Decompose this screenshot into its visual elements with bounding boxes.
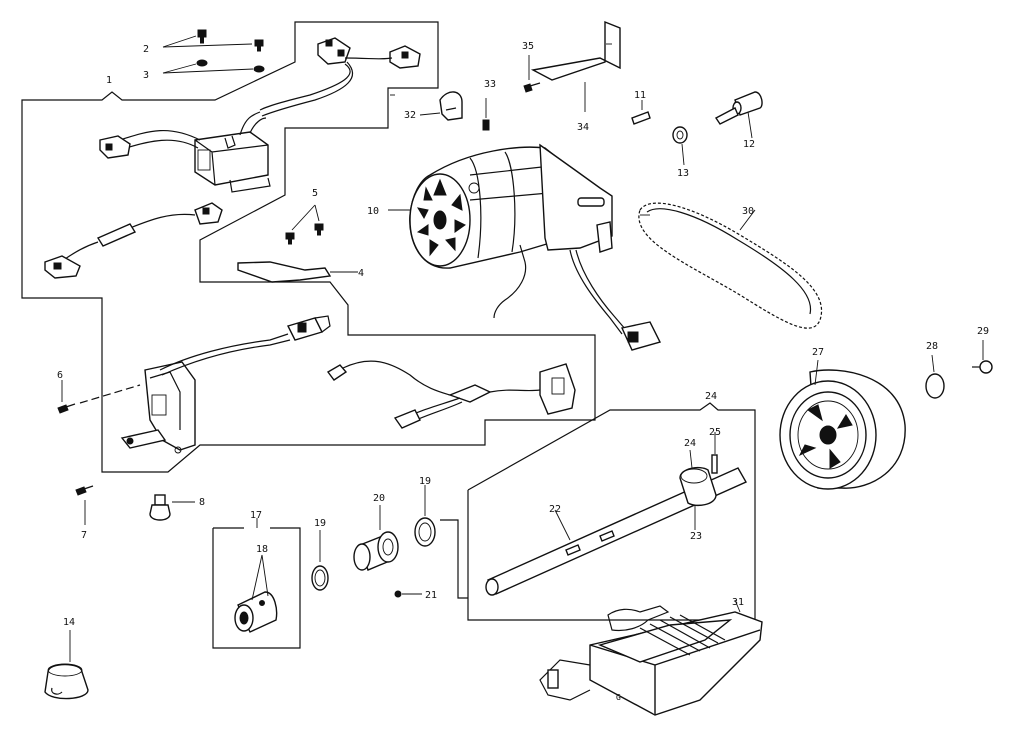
label-4: 4 xyxy=(358,268,364,279)
group-24-outline xyxy=(467,402,756,621)
label-3: 3 xyxy=(143,70,149,81)
leader-lines xyxy=(390,94,650,216)
group-1-outline xyxy=(21,21,596,473)
label-12: 12 xyxy=(743,139,755,150)
label-27: 27 xyxy=(812,347,824,358)
label-17: 17 xyxy=(250,510,262,521)
disc-part-28 xyxy=(925,354,945,399)
label-34: 34 xyxy=(577,122,589,133)
label-13: 13 xyxy=(677,168,689,179)
screw-part-6 xyxy=(57,380,141,414)
screw-part-33 xyxy=(482,98,490,131)
label-23: 23 xyxy=(690,531,702,542)
pin-part-21 xyxy=(394,590,422,598)
wiring-harness-top xyxy=(259,37,421,117)
bulb-part-8 xyxy=(149,494,195,521)
label-24-shaft: 24 xyxy=(684,438,696,449)
pin-part-11 xyxy=(631,100,651,125)
fuse-lead xyxy=(44,202,223,279)
bracket-part-34 xyxy=(530,20,621,112)
label-33: 33 xyxy=(484,79,496,90)
washer-part-3 xyxy=(162,59,265,74)
transformer xyxy=(99,111,271,193)
washer-part-19-left xyxy=(311,530,329,591)
label-1: 1 xyxy=(106,75,112,86)
screw-part-2 xyxy=(162,29,264,52)
label-25: 25 xyxy=(709,427,721,438)
label-24-top: 24 xyxy=(705,391,717,402)
group-24-bracket xyxy=(440,519,468,599)
label-11: 11 xyxy=(634,90,646,101)
label-22: 22 xyxy=(549,504,561,515)
label-32: 32 xyxy=(404,110,416,121)
label-10: 10 xyxy=(367,206,379,217)
washer-part-13 xyxy=(672,126,688,166)
plate-part-4 xyxy=(237,261,358,283)
label-35: 35 xyxy=(522,41,534,52)
label-14: 14 xyxy=(63,617,75,628)
pulley-part-27 xyxy=(779,359,906,490)
label-19-left: 19 xyxy=(314,518,326,529)
screw-part-7 xyxy=(75,485,94,525)
collar-part-18 xyxy=(234,518,278,633)
label-7: 7 xyxy=(81,530,87,541)
part-labels: 1 2 3 4 5 6 7 8 10 11 12 13 14 17 18 19 … xyxy=(57,41,989,628)
belt-part-30 xyxy=(638,202,823,329)
label-28: 28 xyxy=(926,341,938,352)
label-5: 5 xyxy=(312,188,318,199)
label-21: 21 xyxy=(425,590,437,601)
label-20: 20 xyxy=(373,493,385,504)
motor-part-10 xyxy=(388,143,662,351)
stud-part-12 xyxy=(714,91,763,139)
clip-part-32 xyxy=(419,91,463,121)
foot-control-part-31: G xyxy=(539,599,763,716)
label-19-right: 19 xyxy=(419,476,431,487)
shaft-part-22 xyxy=(485,467,747,596)
socket-lead xyxy=(326,360,576,429)
knob-part-14 xyxy=(44,630,89,700)
label-8: 8 xyxy=(199,497,205,508)
screw-part-29 xyxy=(972,340,993,374)
collar-part-23 xyxy=(679,432,718,530)
label-31: 31 xyxy=(732,597,744,608)
label-6: 6 xyxy=(57,370,63,381)
label-18: 18 xyxy=(256,544,268,555)
label-29: 29 xyxy=(977,326,989,337)
screw-part-35 xyxy=(523,55,541,93)
label-2: 2 xyxy=(143,44,149,55)
bushing-part-20 xyxy=(353,505,399,571)
controller-bracket xyxy=(120,315,331,454)
label-30: 30 xyxy=(742,206,754,217)
screws-part-5 xyxy=(285,204,324,245)
group-17-box xyxy=(212,527,301,649)
foot-control-mark: G xyxy=(616,693,621,702)
washer-part-19-right xyxy=(414,485,436,547)
